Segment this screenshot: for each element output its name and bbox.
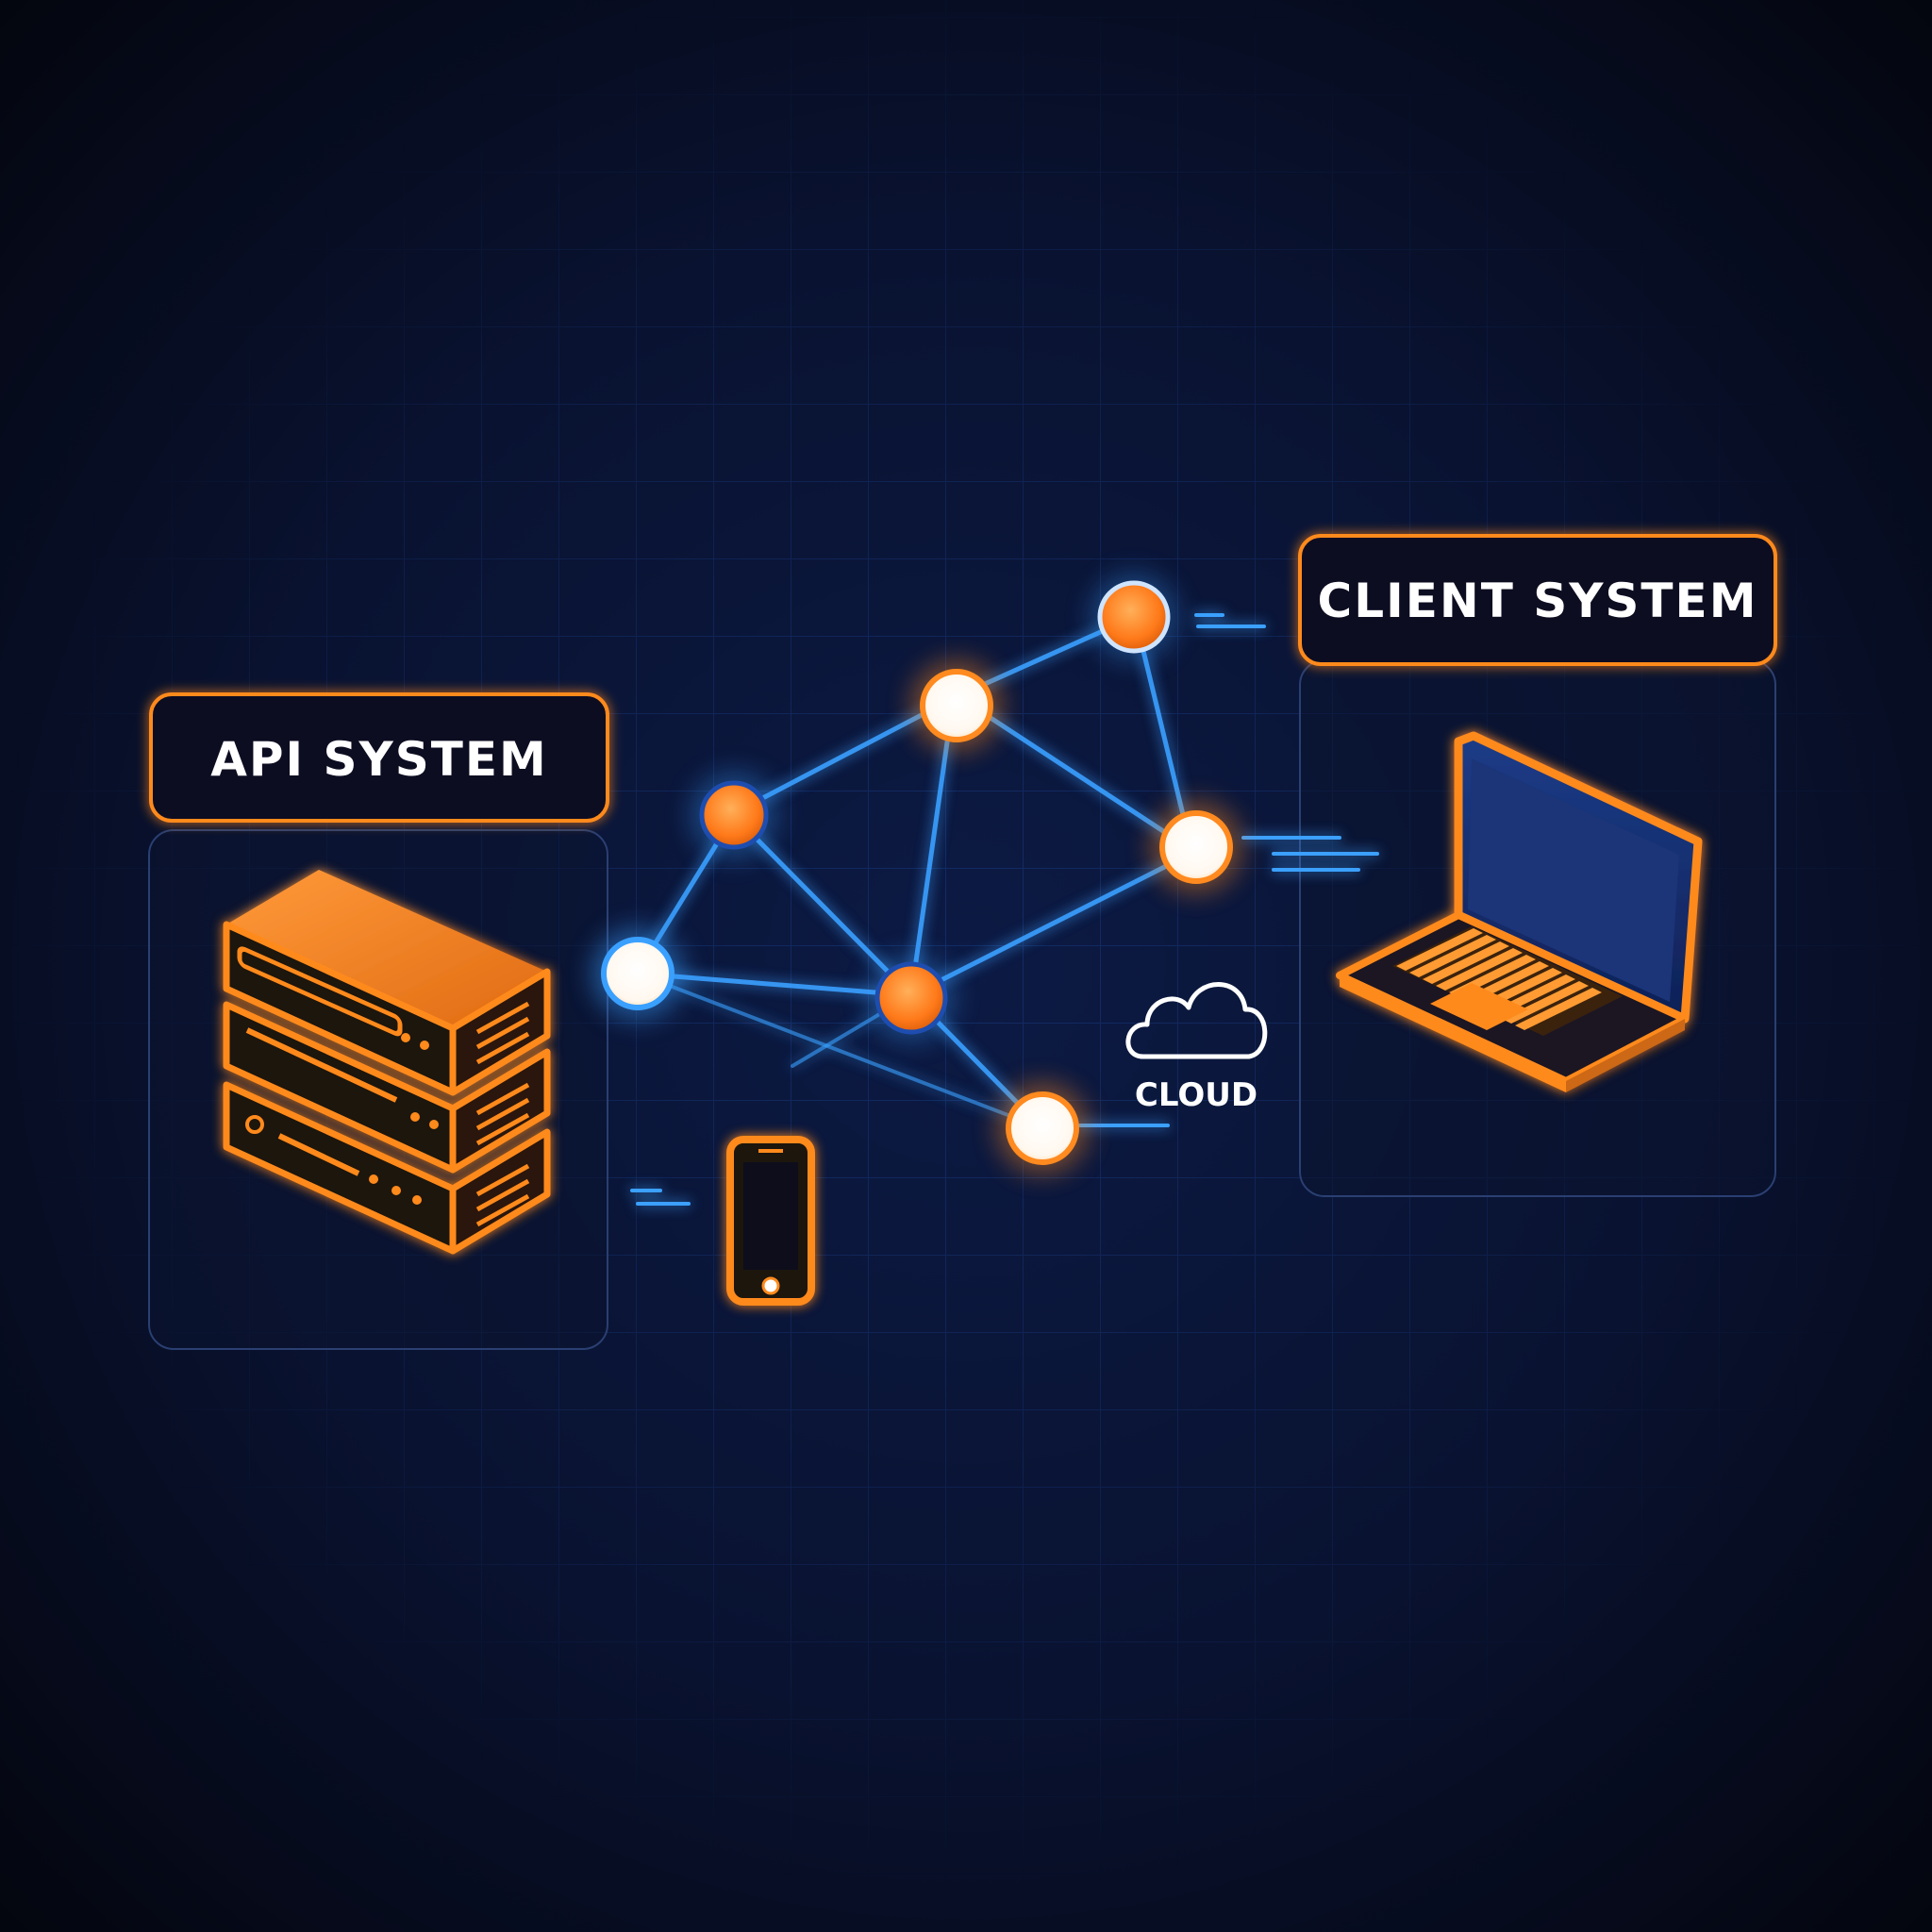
client-system-label-box: CLIENT SYSTEM — [1298, 534, 1777, 666]
edge — [635, 971, 914, 998]
server-rack-icon — [223, 870, 551, 1255]
api-system-label-box: API SYSTEM — [149, 692, 609, 823]
node-white — [997, 1083, 1088, 1174]
trackpad — [1430, 983, 1528, 1030]
smartphone-icon — [726, 1136, 815, 1306]
node-white — [1151, 802, 1241, 892]
node-orange — [868, 955, 955, 1041]
laptop-icon — [1336, 731, 1703, 1092]
network-nodes — [592, 574, 1241, 1174]
node-white — [911, 660, 1002, 751]
cloud-icon — [1125, 982, 1268, 1059]
node-orange — [691, 772, 777, 858]
edge — [910, 733, 951, 984]
node-orange — [1091, 574, 1177, 660]
node-white — [592, 928, 683, 1019]
edge — [636, 972, 1044, 1130]
keyboard — [1392, 926, 1623, 1036]
client-system-label: CLIENT SYSTEM — [1318, 574, 1758, 628]
edge — [908, 851, 1193, 998]
cloud-label: CLOUD — [1135, 1076, 1257, 1114]
dashed-connectors — [630, 613, 1379, 1206]
api-system-label: API SYSTEM — [210, 732, 548, 787]
edge — [1141, 648, 1190, 833]
